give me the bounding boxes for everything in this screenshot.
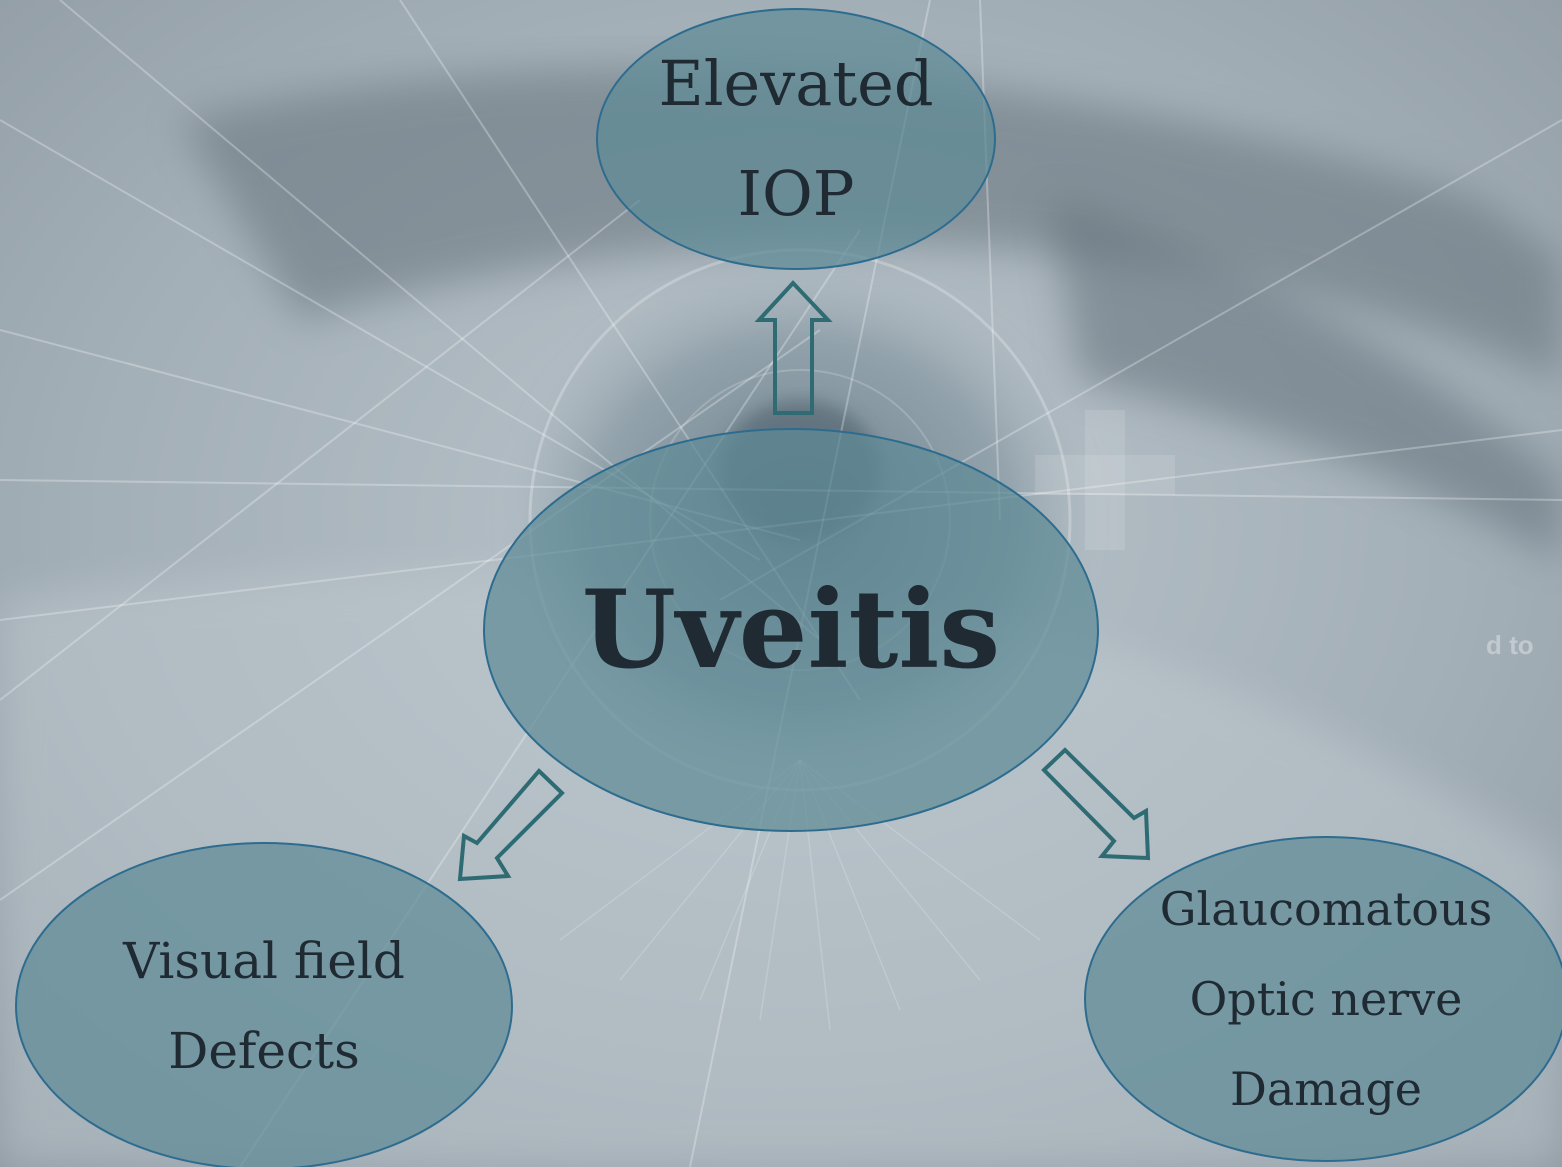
elevated-iop-node: Elevated IOP [596,8,996,270]
node-line: Visual field [123,916,405,1006]
node-line: Defects [168,1006,360,1096]
visual-field-defects-node: Visual field Defects [15,842,513,1167]
glaucomatous-optic-nerve-damage-node: Glaucomatous Optic nerve Damage [1084,836,1562,1162]
background-text-fragment: d to [1486,630,1534,661]
node-line: Damage [1230,1044,1422,1134]
node-line: Glaucomatous [1160,864,1492,954]
node-line: IOP [737,139,854,249]
node-line: Elevated [658,29,933,139]
node-title: Uveitis [582,567,1000,693]
node-line: Optic nerve [1190,954,1463,1044]
uveitis-node: Uveitis [483,428,1099,832]
